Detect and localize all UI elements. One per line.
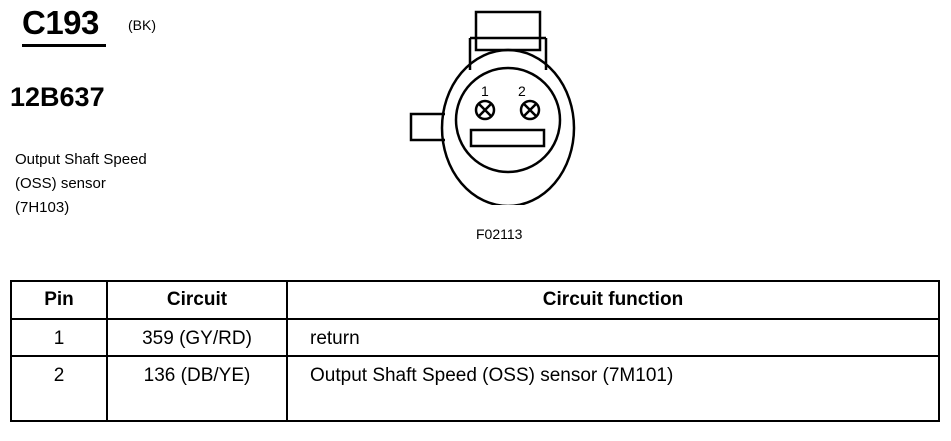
connector-color-code: (BK): [128, 17, 156, 33]
cell-circuit: 136 (DB/YE): [106, 355, 288, 422]
connector-latch: [474, 10, 542, 52]
header-pin: Pin: [10, 280, 108, 320]
header-circuit: Circuit: [106, 280, 288, 320]
cell-pin: 2: [10, 355, 108, 422]
header-circuit-function: Circuit function: [286, 280, 940, 320]
cell-circuit: 359 (GY/RD): [106, 318, 288, 357]
connector-outer-shell: [440, 48, 576, 205]
figure-code: F02113: [476, 226, 523, 242]
table-header-row: Pin Circuit Circuit function: [10, 280, 940, 320]
connector-key-slot: [469, 128, 546, 148]
terminal-1-icon: [474, 99, 496, 121]
pinout-table: Pin Circuit Circuit function 1 359 (GY/R…: [10, 280, 940, 422]
cell-function: return: [286, 318, 940, 357]
connector-id: C193: [22, 4, 99, 41]
connector-face-drawing: 1 2: [409, 10, 576, 205]
cell-function: Output Shaft Speed (OSS) sensor (7M101): [286, 355, 940, 422]
pin-label: 2: [518, 83, 526, 99]
connector-inner-face: [454, 66, 562, 174]
connector-id-underline: [22, 44, 106, 47]
connector-latch-guide: [468, 36, 548, 70]
description-line: Output Shaft Speed: [15, 151, 147, 168]
description-line: (OSS) sensor: [15, 175, 106, 192]
component-description: Output Shaft Speed (OSS) sensor (7H103): [15, 148, 235, 220]
connector-side-tab: [409, 112, 445, 142]
cell-pin: 1: [10, 318, 108, 357]
description-line: (7H103): [15, 199, 70, 216]
part-number: 12B637: [10, 82, 105, 112]
table-row: 2 136 (DB/YE) Output Shaft Speed (OSS) s…: [10, 355, 940, 422]
terminal-2-icon: [519, 99, 541, 121]
pin-label: 1: [481, 83, 489, 99]
table-row: 1 359 (GY/RD) return: [10, 318, 940, 357]
